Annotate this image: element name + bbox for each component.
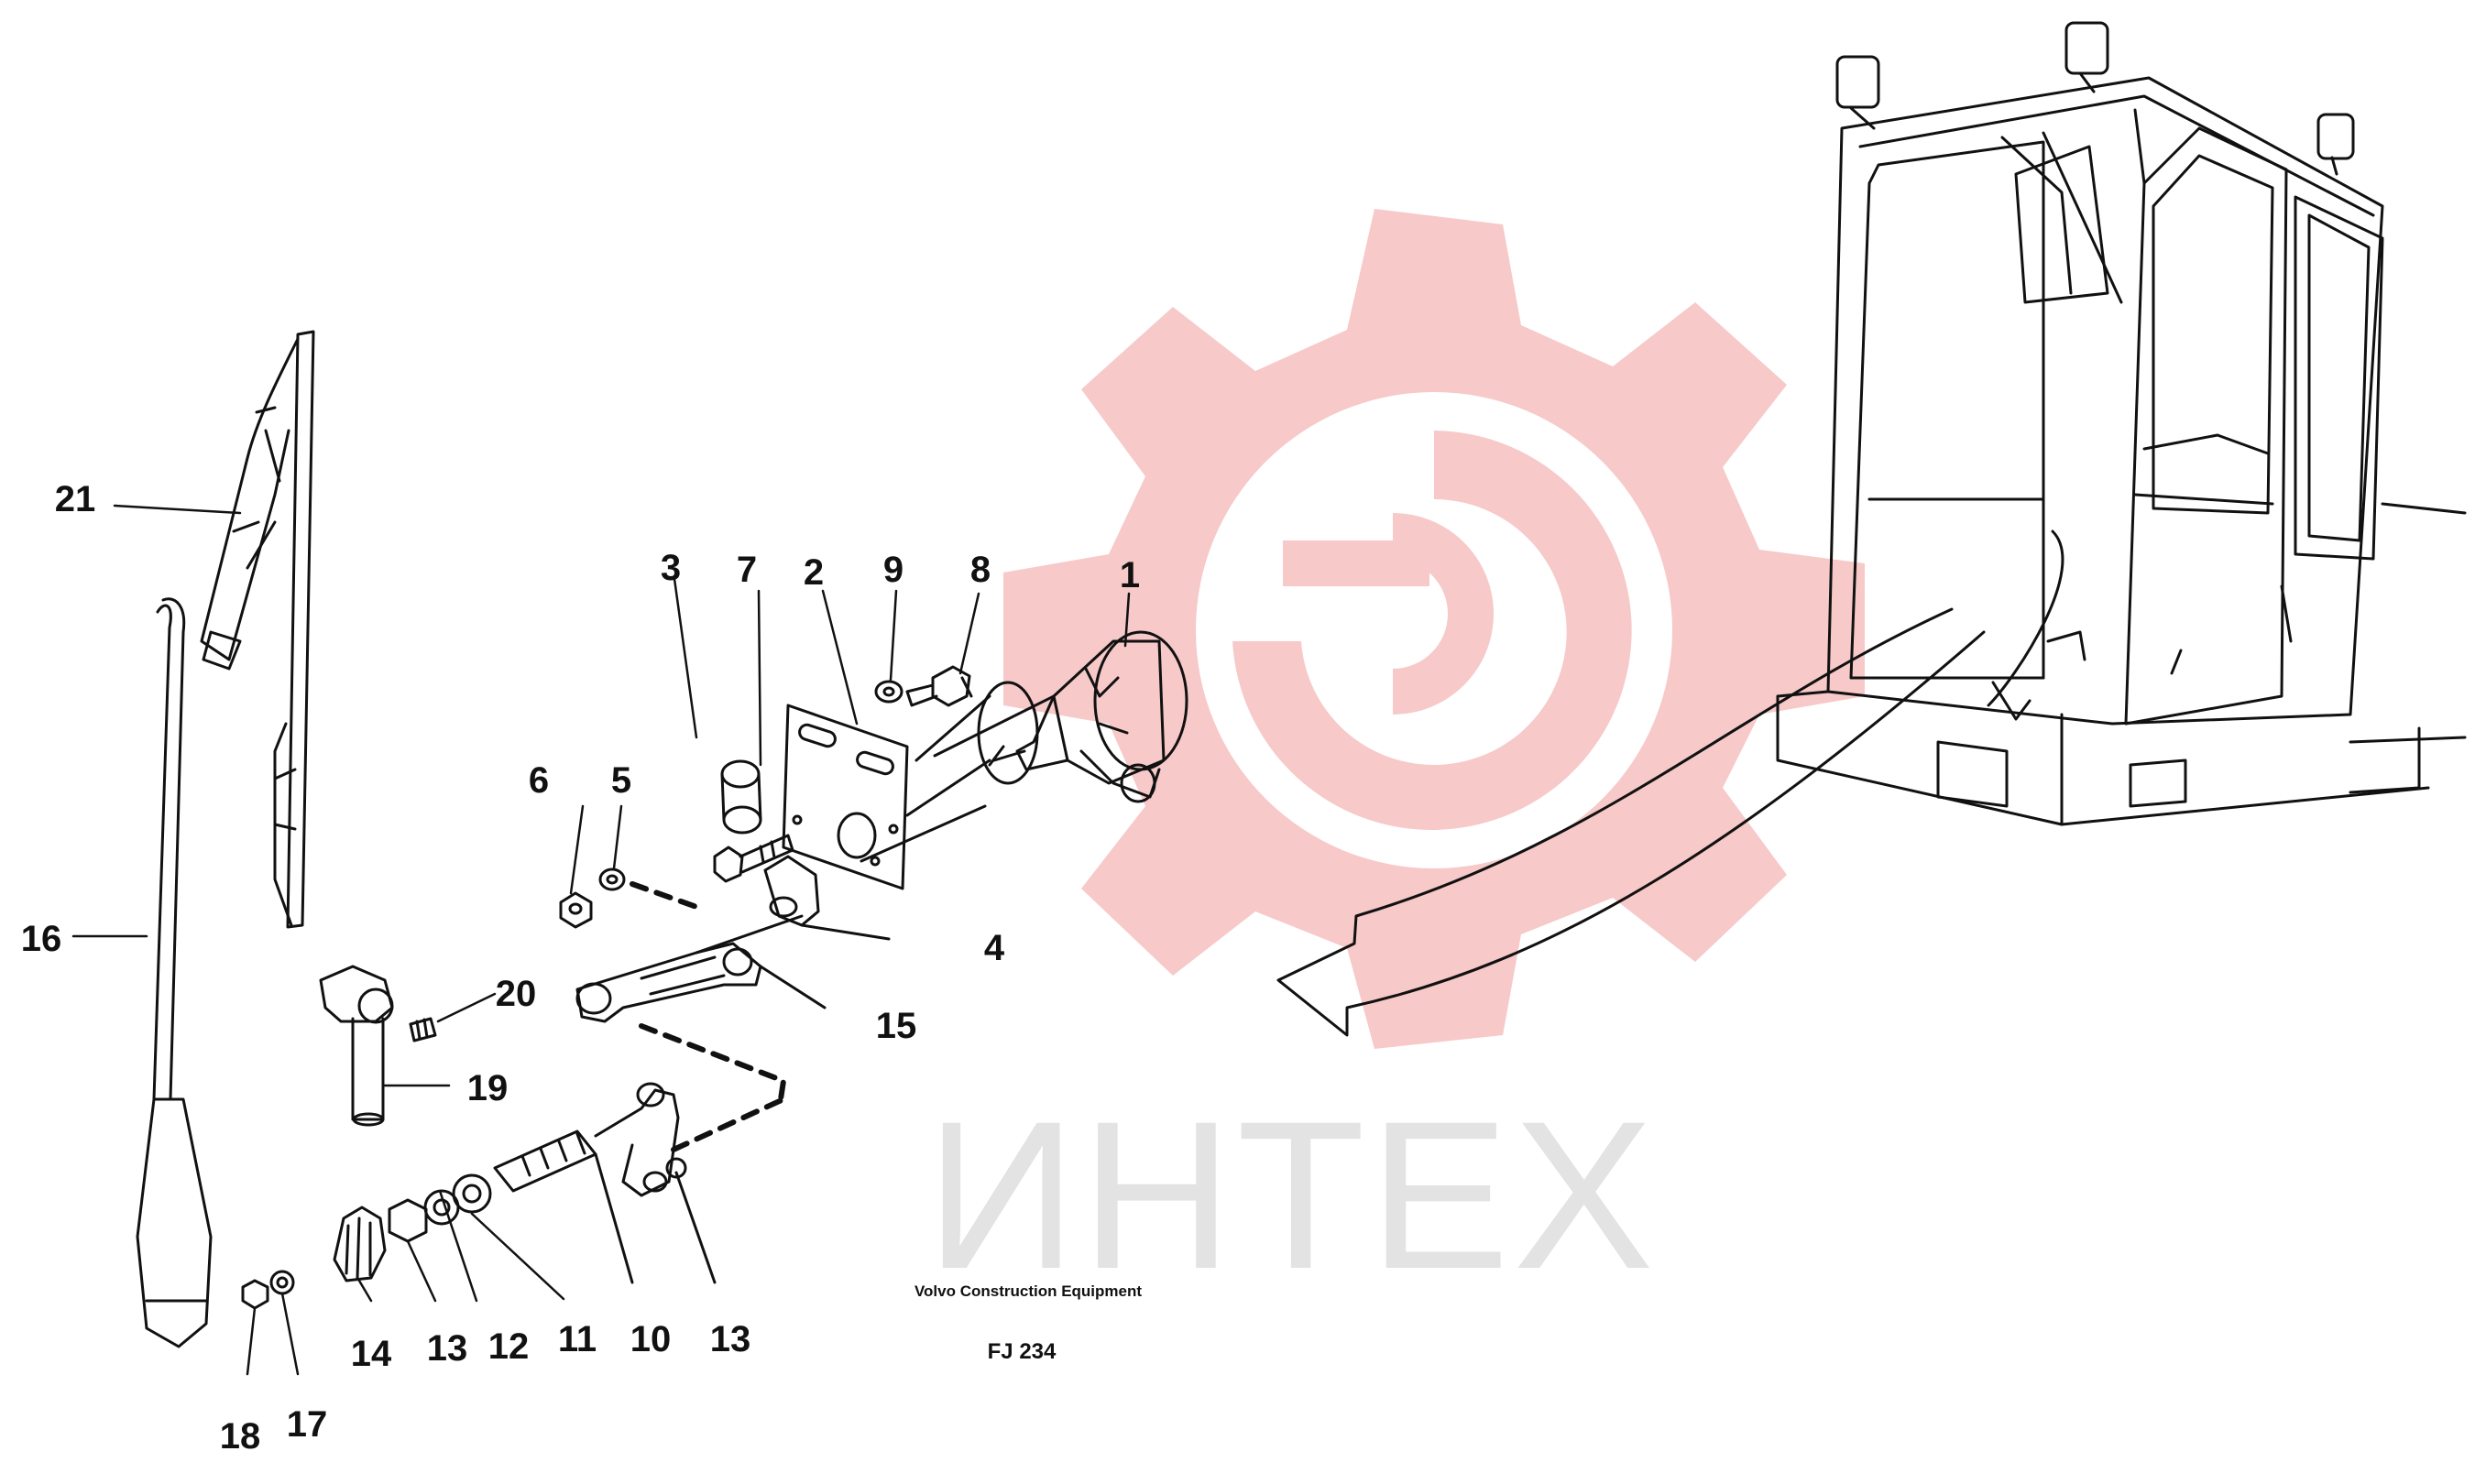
part-number-label: 17	[286, 1404, 328, 1445]
mounting-plate	[782, 704, 909, 890]
part-number-label: 4	[983, 928, 1005, 968]
wiper-spindle	[493, 1082, 717, 1284]
machine-cab	[1776, 21, 2467, 826]
wiper-motor	[977, 630, 1188, 803]
wiper-arm	[136, 597, 213, 1348]
part-number-label: 21	[54, 479, 96, 519]
part-number-label: 11	[557, 1319, 597, 1359]
part-number-label: 7	[736, 550, 758, 590]
part-number-label: 13	[426, 1328, 468, 1369]
bolt-3	[713, 834, 794, 883]
part-number-label: 1	[1119, 555, 1141, 595]
part-number-label: 9	[882, 550, 904, 590]
part-number-label: 15	[875, 1006, 917, 1046]
part-number-label: 19	[466, 1068, 509, 1108]
part-number-label: 10	[630, 1319, 672, 1359]
wiper-blade	[200, 330, 315, 929]
washer-11	[452, 1173, 492, 1214]
nut-18	[241, 1279, 269, 1310]
watermark-text: ИНТЕХ	[925, 1077, 1658, 1313]
set-screw	[409, 992, 497, 1042]
part-number-label: 2	[803, 552, 825, 593]
part-number-label: 13	[709, 1319, 751, 1359]
part-number-label: 20	[495, 974, 537, 1014]
part-number-label: 8	[969, 550, 991, 590]
manufacturer-caption: Volvo Construction Equipment	[914, 1282, 1143, 1300]
part-number-label: 6	[528, 760, 550, 801]
link-rod	[575, 942, 827, 1023]
part-number-label: 3	[660, 548, 682, 588]
clamp-pin	[319, 965, 451, 1127]
part-number-label: 14	[350, 1334, 392, 1374]
part-number-label: 16	[20, 919, 62, 959]
cap-nut	[333, 1206, 387, 1282]
washer-17	[269, 1270, 295, 1295]
nut-13	[388, 1198, 428, 1243]
location-arrow	[1276, 607, 1986, 1037]
part-number-label: 12	[487, 1326, 530, 1367]
figure-code: FJ 234	[987, 1339, 1057, 1364]
part-number-label: 18	[219, 1416, 261, 1457]
washer-5	[598, 867, 626, 891]
crank-lever	[763, 855, 891, 941]
spacer-sleeve	[720, 759, 762, 835]
gear-wrench-logo	[1003, 209, 1865, 1049]
part-number-label: 5	[610, 760, 632, 801]
nut-6	[559, 891, 593, 929]
bolt-8	[905, 665, 971, 707]
washer-9	[874, 680, 903, 704]
